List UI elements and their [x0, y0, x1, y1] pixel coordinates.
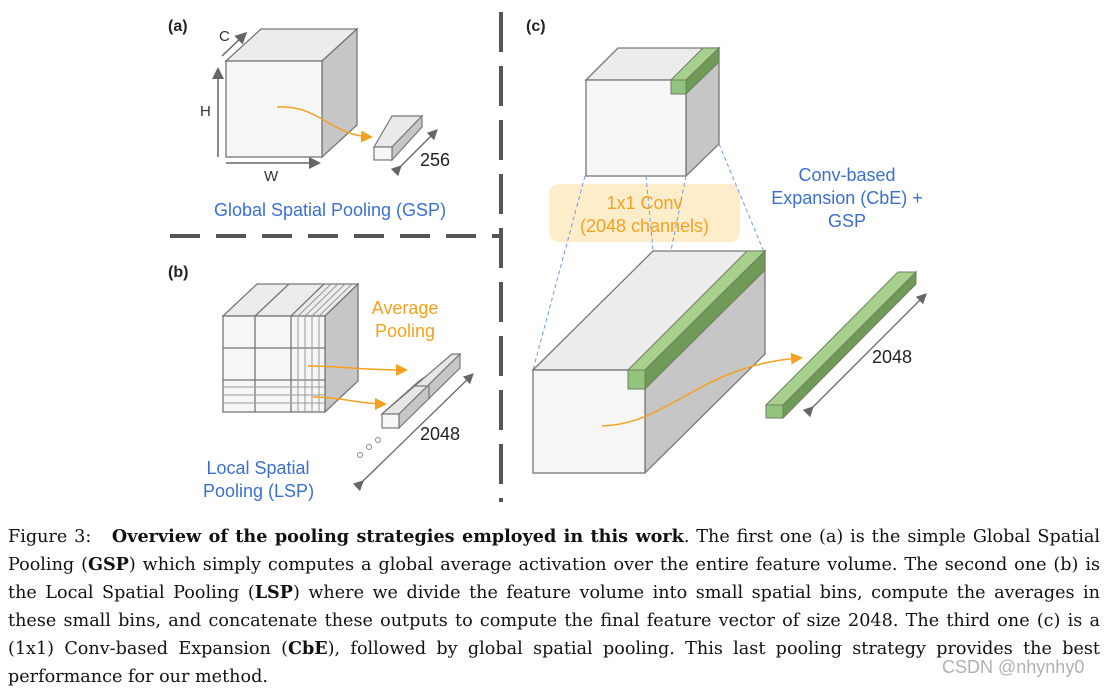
diagram-graphics: [170, 12, 927, 502]
avg-pool-label-2: Pooling: [374, 321, 436, 341]
axis-arrows: [212, 31, 321, 169]
cbe-flow-arrow: [601, 352, 803, 427]
caption-title: Overview of the pooling strategies emplo…: [111, 526, 684, 547]
axis-h-label: H: [200, 103, 211, 120]
dim-arrow-2048-cbe: [802, 293, 927, 418]
projection-dashed-lines: [532, 143, 765, 371]
lsp-dim-label: 2048: [420, 424, 461, 444]
caption-term-gsp: GSP: [87, 554, 129, 575]
cbe-input-cube: [584, 46, 721, 178]
caption-text: . The first one (a) is the simple Global…: [8, 527, 1101, 575]
gsp-dim-label: 256: [420, 150, 451, 170]
panel-a-tag: (a): [168, 18, 188, 35]
gsp-title: Global Spatial Pooling (GSP): [213, 200, 447, 220]
gsp-output-vector: [372, 114, 424, 162]
caption-text: ) where we divide the feature volume int…: [8, 583, 1100, 659]
gsp-input-cube: [224, 27, 359, 159]
figure-caption: Figure 3: Overview of the pooling strate…: [8, 523, 1100, 691]
dim-arrow-2048-lsp: [352, 373, 474, 492]
gsp-flow-arrow: [276, 106, 373, 143]
avg-pool-label-1: Average: [371, 298, 439, 318]
conv-label-1: 1x1 Conv: [606, 193, 683, 213]
dim-arrow-256: [390, 129, 438, 177]
cbe-title-3: GSP: [827, 211, 866, 231]
panel-divider-lines: [170, 12, 503, 502]
caption-term-lsp: LSP: [254, 582, 293, 603]
axis-w-label: W: [264, 168, 279, 185]
lsp-output-vector: [380, 352, 462, 430]
lsp-title-1: Local Spatial: [206, 458, 310, 478]
cbe-output-vector: [764, 270, 918, 420]
cbe-title-1: Conv-based: [798, 165, 896, 185]
panel-b-tag: (b): [168, 264, 189, 281]
watermark: CSDN @nhynhy0: [942, 657, 1085, 677]
cbe-dim-label: 2048: [872, 347, 913, 367]
lsp-input-cube: [221, 282, 360, 414]
caption-text: ), followed by global spatial pooling. T…: [8, 639, 1100, 687]
lsp-title-2: Pooling (LSP): [203, 481, 315, 501]
cbe-expanded-volume: [531, 249, 767, 475]
conv-label-2: (2048 channels): [579, 216, 710, 236]
cbe-title-2: Expansion (CbE) +: [771, 188, 923, 208]
panel-c-tag: (c): [526, 18, 546, 35]
ellipsis-dots: [357, 437, 381, 458]
figure-diagram: (a) C H W 256 Global Spatial Pooling (GS…: [168, 12, 927, 502]
caption-text: ) which simply computes a global average…: [8, 555, 1100, 603]
axis-c-label: C: [219, 28, 230, 45]
conv-label-box: [549, 184, 740, 242]
caption-label: Figure 3:: [8, 527, 92, 547]
caption-term-cbe: CbE: [287, 638, 328, 659]
